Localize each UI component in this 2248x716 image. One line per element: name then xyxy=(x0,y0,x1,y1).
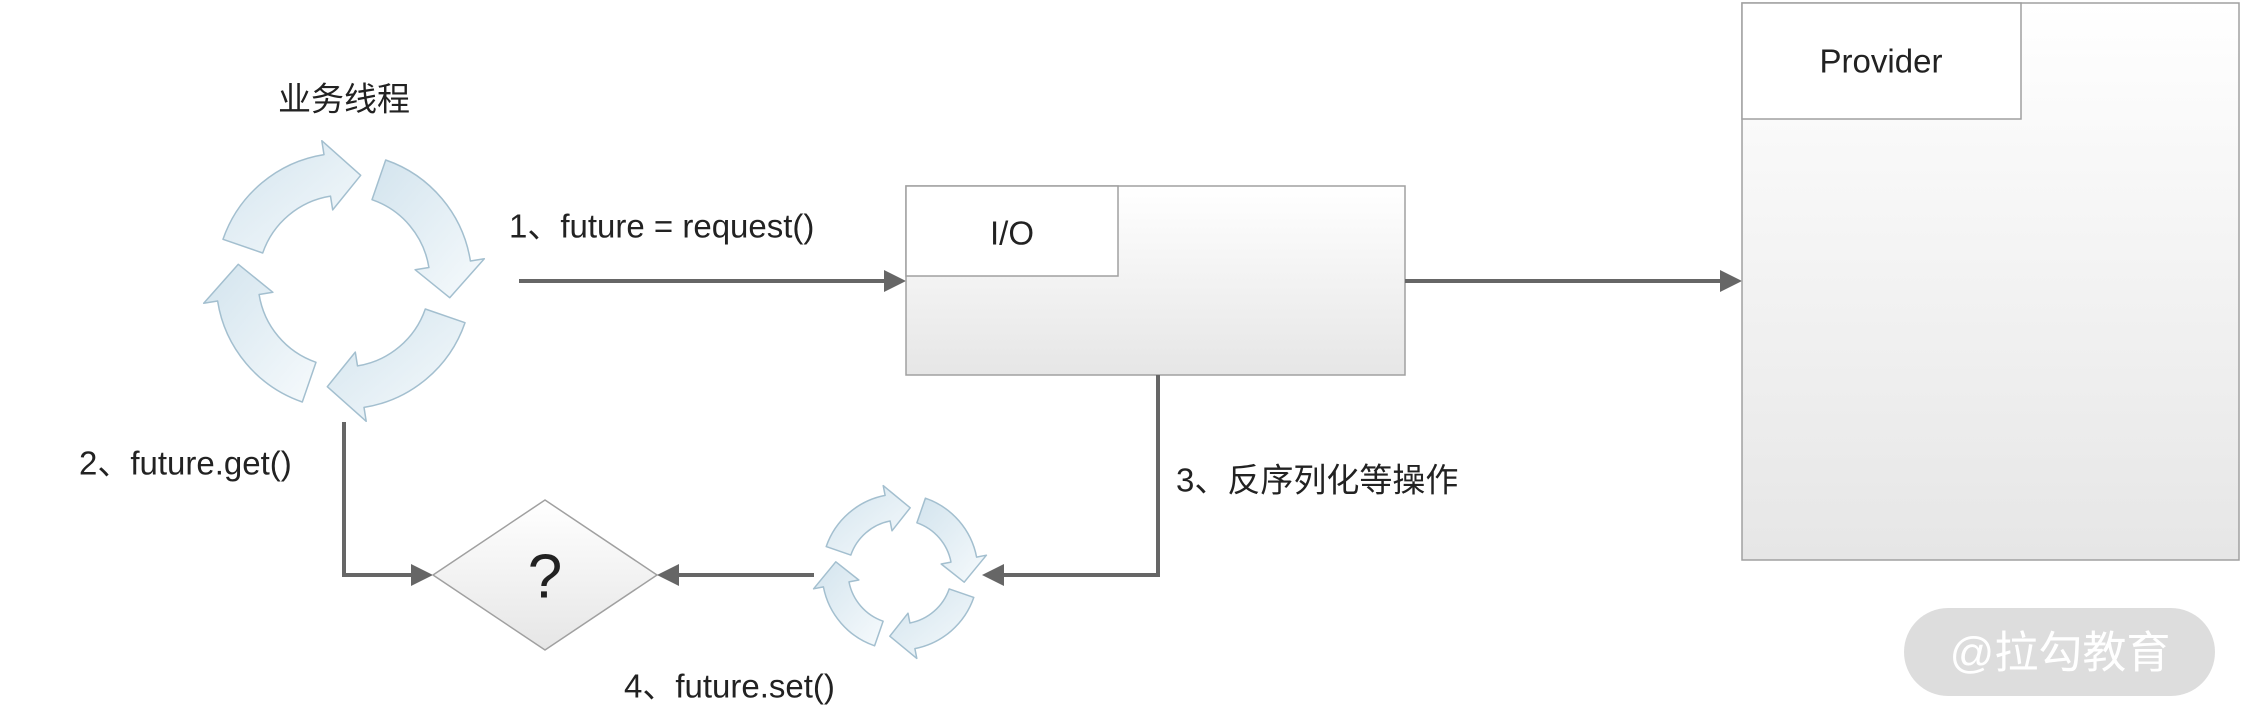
io-label: I/O xyxy=(990,215,1034,252)
business-thread-cycle-icon xyxy=(202,139,486,423)
cycle-arrow-icon xyxy=(202,263,317,403)
get-flow: 2、future.get() xyxy=(79,422,433,586)
cycle-arrow-icon xyxy=(825,484,911,556)
callback-thread: 4、future.set() xyxy=(624,484,988,705)
watermark-badge xyxy=(1904,608,2215,696)
cycle-arrow-icon xyxy=(326,308,466,423)
result-decision-label: ? xyxy=(528,543,562,612)
callback-cycle-icon xyxy=(812,484,988,660)
provider-flow xyxy=(1405,270,1742,292)
deserialize-connector xyxy=(1000,375,1160,577)
cycle-arrow-icon xyxy=(222,139,362,254)
request-flow: 1、future = request() xyxy=(509,208,906,292)
result-decision: ? xyxy=(431,499,659,651)
cycle-arrow-icon xyxy=(916,497,988,583)
set-arrowhead xyxy=(657,564,679,586)
get-connector xyxy=(342,422,415,577)
get-arrowhead xyxy=(411,564,433,586)
step4-label: 4、future.set() xyxy=(624,668,835,705)
result-decision-diamond xyxy=(431,499,659,651)
business-thread: 业务线程 xyxy=(202,81,486,423)
cycle-arrow-icon xyxy=(812,561,884,647)
step2-label: 2、future.get() xyxy=(79,445,292,482)
provider-node: Provider xyxy=(1741,2,2240,561)
deserialize-flow: 3、反序列化等操作 xyxy=(982,375,1458,586)
request-arrowhead xyxy=(884,270,906,292)
step1-label: 1、future = request() xyxy=(509,208,814,245)
provider-label-box xyxy=(1741,2,2022,120)
watermark: @拉勾教育 xyxy=(1904,608,2215,696)
provider-label: Provider xyxy=(1820,43,1943,80)
cycle-arrow-icon xyxy=(371,159,486,299)
io-node: I/O xyxy=(905,185,1406,376)
provider-arrowhead xyxy=(1720,270,1742,292)
io-label-box xyxy=(905,185,1119,277)
watermark-text: @拉勾教育 xyxy=(1950,629,2171,678)
deserialize-arrowhead xyxy=(982,564,1004,586)
step3-label: 3、反序列化等操作 xyxy=(1176,462,1458,499)
business-thread-label: 业务线程 xyxy=(278,81,410,118)
cycle-arrow-icon xyxy=(889,588,975,660)
